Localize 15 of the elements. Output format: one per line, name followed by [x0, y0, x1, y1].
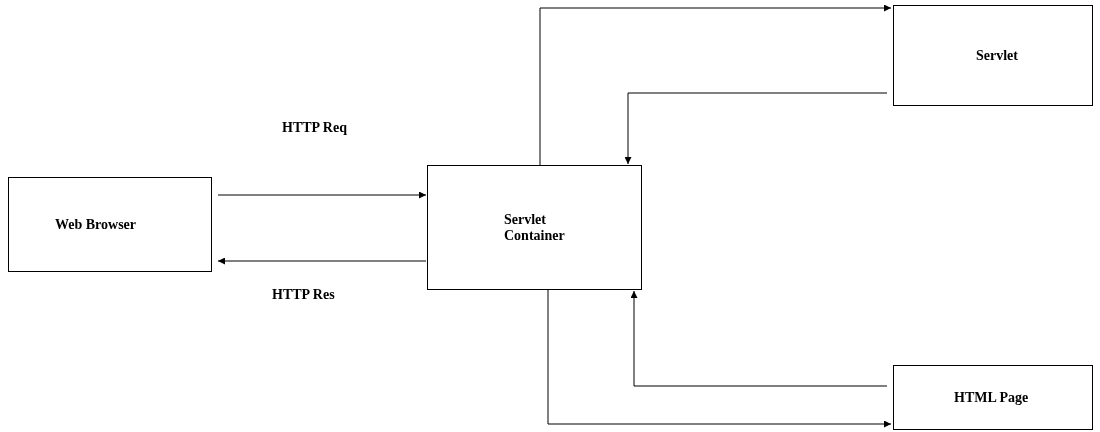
node-label: Servlet Container	[504, 211, 566, 244]
arrow	[624, 92, 888, 165]
node-label: Web Browser	[55, 216, 137, 233]
arrow	[217, 191, 427, 199]
process-box	[427, 165, 642, 290]
arrow	[547, 289, 892, 428]
edge-label: HTTP Req	[280, 120, 349, 136]
arrow	[217, 257, 427, 265]
node-label: HTML Page	[954, 389, 1030, 406]
node-label: Servlet	[976, 47, 1019, 64]
arrow	[630, 290, 888, 387]
arrow	[539, 4, 892, 166]
process-box	[893, 365, 1093, 430]
process-box	[893, 5, 1093, 106]
process-box	[8, 177, 212, 272]
